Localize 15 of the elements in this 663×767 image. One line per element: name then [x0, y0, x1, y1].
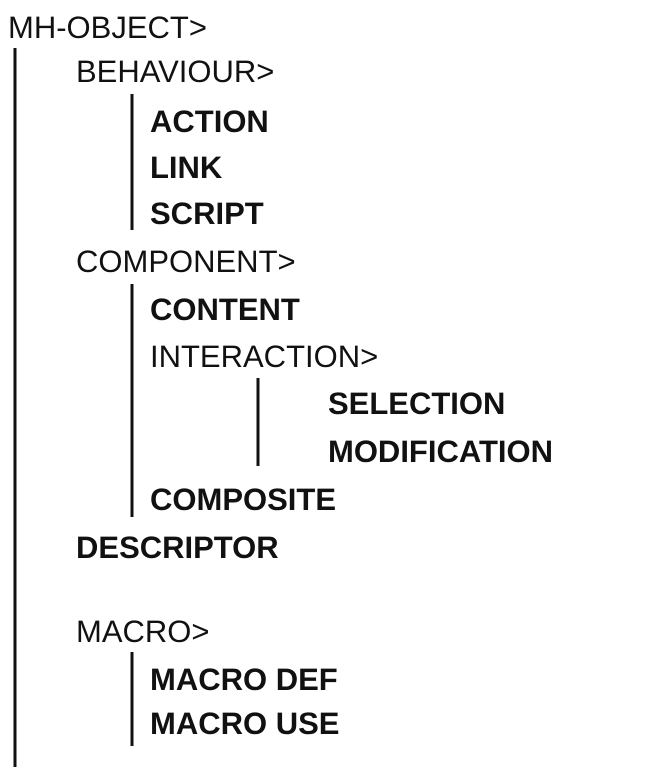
class-name: COMPOSITE — [150, 482, 336, 518]
class-name: MH-OBJECT> — [8, 10, 207, 46]
class-name: MODIFICATION — [328, 434, 554, 470]
class-name: DESCRIPTOR — [76, 530, 279, 566]
class-name: CONTENT — [150, 292, 300, 328]
class-name: SELECTION — [328, 386, 506, 422]
class-name: INTERACTION> — [150, 339, 378, 375]
class-name: BEHAVIOUR> — [76, 54, 274, 90]
class-name: MACRO> — [76, 614, 210, 650]
class-name: ACTION — [150, 104, 269, 140]
class-name: MACRO USE — [150, 706, 340, 742]
class-name: COMPONENT> — [76, 244, 296, 280]
class-name: SCRIPT — [150, 196, 264, 232]
class-name: LINK — [150, 150, 222, 186]
class-name: MACRO DEF — [150, 662, 338, 698]
